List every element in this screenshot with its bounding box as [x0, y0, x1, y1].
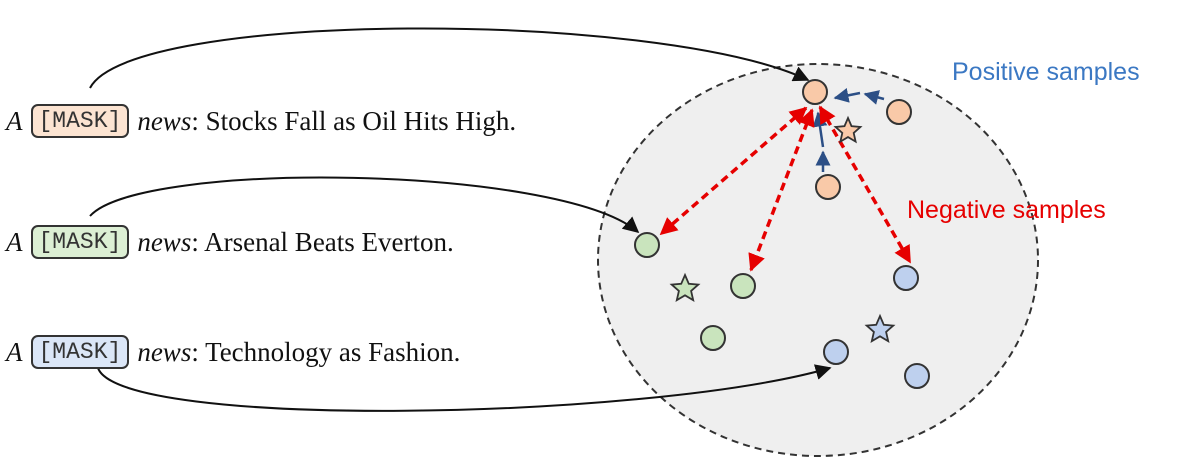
blue-point	[893, 265, 919, 291]
orange-star-icon	[833, 115, 863, 144]
sentence-article: A	[6, 336, 23, 367]
mask-token-green: [MASK]	[30, 225, 130, 259]
negative-arrow	[748, 108, 815, 272]
connector-orange	[89, 27, 810, 89]
sentence-keyword: news	[137, 226, 192, 257]
sentence-headline: : Technology as Fashion.	[191, 336, 461, 367]
sentence-headline: : Arsenal Beats Everton.	[191, 226, 454, 257]
sentence-arsenal: A [MASK] news : Arsenal Beats Everton.	[6, 220, 454, 264]
positive-arrow	[833, 87, 861, 103]
blue-point	[904, 363, 930, 389]
orange-point	[886, 99, 912, 125]
connector-blue	[97, 364, 832, 412]
sentence-headline: : Stocks Fall as Oil Hits High.	[191, 105, 517, 136]
green-point	[730, 273, 756, 299]
green-star-icon	[669, 272, 701, 303]
negative-arrow	[818, 105, 912, 264]
negative-samples-label: Negative samples	[907, 196, 1106, 224]
sentence-article: A	[6, 105, 23, 136]
green-point	[700, 325, 726, 351]
mask-token-orange: [MASK]	[30, 104, 130, 138]
positive-samples-label: Positive samples	[952, 58, 1140, 86]
connector-green	[89, 176, 640, 234]
blue-star-icon	[864, 313, 896, 344]
sentence-keyword: news	[137, 336, 192, 367]
mask-token-blue: [MASK]	[30, 335, 130, 369]
sentence-stocks: A [MASK] news : Stocks Fall as Oil Hits …	[6, 99, 516, 143]
blue-point	[823, 339, 849, 365]
sentence-keyword: news	[137, 105, 192, 136]
green-point	[634, 232, 660, 258]
sentence-article: A	[6, 226, 23, 257]
orange-point-anchor	[802, 79, 828, 105]
orange-point	[815, 174, 841, 200]
positive-arrow	[863, 90, 885, 105]
sentence-technology: A [MASK] news : Technology as Fashion.	[6, 330, 460, 374]
